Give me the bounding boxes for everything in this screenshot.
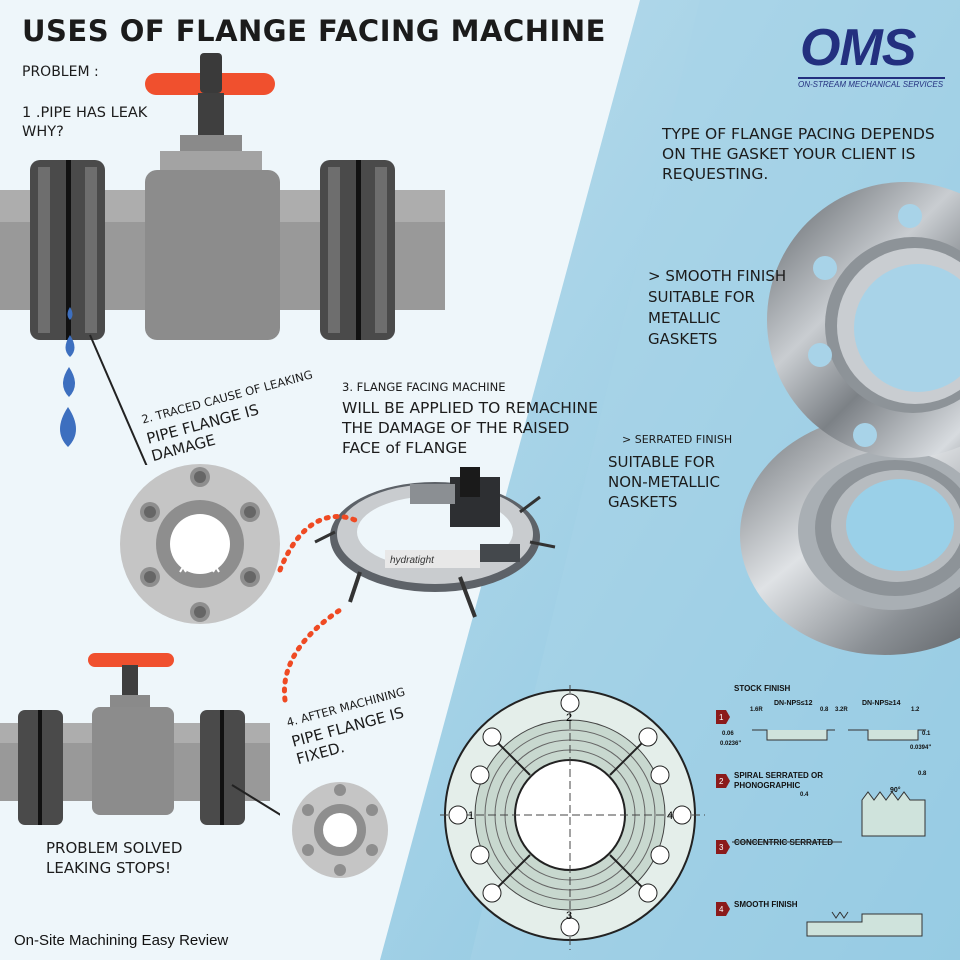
leak-drop-icon (67, 307, 73, 320)
dim-1.2: 1.2 (911, 707, 920, 713)
tag-3-icon (716, 840, 730, 854)
step1-line2: WHY? (22, 124, 64, 140)
dim-0.4: 0.4 (800, 792, 809, 798)
dim-0.8a: 0.8 (820, 707, 829, 713)
problem-label: PROBLEM : (22, 64, 99, 80)
section-number-bottom: 3 (566, 910, 572, 922)
finish-types-diagram: STOCK FINISH DN-NPS≤12 DN-NPS≥14 1.6R 0.… (716, 684, 931, 937)
dotted-connectors (277, 514, 358, 703)
gasket-note-line2: ON THE GASKET YOUR CLIENT IS (662, 145, 916, 163)
dim-0.0236: 0.0236" (720, 741, 741, 747)
step1-line1: 1 .PIPE HAS LEAK (22, 105, 148, 121)
flange-technical-drawing: 2 1 4 3 (440, 685, 705, 950)
dim-1.6r: 1.6R (750, 707, 763, 713)
phonographic-label: PHONOGRAPHIC (734, 781, 800, 790)
spiral-serrated-label: SPIRAL SERRATED OR (734, 771, 823, 780)
serrated-line1: SUITABLE FOR (608, 453, 715, 471)
step3-text: WILL BE APPLIED TO REMACHINE THE DAMAGE … (342, 398, 598, 458)
tag-3-number: 3 (719, 843, 724, 852)
valve-body (145, 170, 280, 340)
step3-line2: THE DAMAGE OF THE RAISED (342, 419, 570, 437)
tag-4-icon (716, 902, 730, 916)
section-number-top: 2 (566, 712, 572, 724)
fixed-valve-illustration (0, 653, 280, 825)
pointer-line (89, 334, 148, 465)
oms-logo: OMS (800, 19, 916, 77)
footer: On-Site Machining Easy Review (14, 932, 229, 949)
dim-0.06: 0.06 (722, 731, 734, 737)
logo-subtitle: ON-STREAM MECHANICAL SERVICES (798, 80, 944, 89)
leak-drop-icon (60, 407, 76, 447)
gasket-note: TYPE OF FLANGE PACING DEPENDS ON THE GAS… (662, 124, 935, 184)
serrated-line2: NON-METALLIC (608, 473, 720, 491)
stock-finish-label: STOCK FINISH (734, 684, 791, 693)
smooth-line4: GASKETS (648, 330, 718, 348)
smooth-line3: METALLIC (648, 309, 721, 327)
dim-90-degrees: 90° (890, 786, 901, 794)
fixed-flange-icon (292, 782, 388, 878)
tag-4-number: 4 (719, 905, 724, 914)
dim-0.8b: 0.8 (918, 771, 927, 777)
serrated-caption: > SERRATED FINISH (622, 433, 733, 446)
tag-2-icon (716, 774, 730, 788)
smooth-finish-label: SMOOTH FINISH (734, 900, 798, 909)
step3-line3: FACE of FLANGE (342, 439, 468, 457)
serrated-line3: GASKETS (608, 493, 678, 511)
section-number-right: 4 (667, 810, 673, 822)
solved-line1: PROBLEM SOLVED (46, 839, 183, 857)
leak-drop-icon (63, 367, 75, 397)
gasket-note-line3: REQUESTING. (662, 165, 769, 183)
section-number-left: 1 (468, 810, 474, 822)
dim-0.0394: 0.0394" (910, 745, 931, 751)
smooth-line1: > SMOOTH FINISH (648, 267, 787, 285)
leaking-valve-illustration (0, 53, 445, 465)
step3-caption: 3. FLANGE FACING MACHINE (342, 380, 506, 394)
step3-line1: WILL BE APPLIED TO REMACHINE (342, 399, 598, 417)
leak-drop-icon (65, 335, 75, 357)
logo-divider (798, 77, 945, 79)
damaged-flange-icon (120, 464, 280, 624)
step1-text: 1 .PIPE HAS LEAK WHY? (22, 104, 147, 142)
tag-2-number: 2 (719, 777, 724, 786)
metal-flange-photos (740, 182, 960, 655)
dn-large-label: DN-NPS≥14 (862, 700, 901, 707)
gasket-note-line1: TYPE OF FLANGE PACING DEPENDS (662, 125, 935, 143)
tag-1-number: 1 (719, 713, 724, 722)
solved-text: PROBLEM SOLVED LEAKING STOPS! (46, 838, 182, 878)
tag-1-icon (716, 710, 730, 724)
smooth-finish-note: > SMOOTH FINISH SUITABLE FOR METALLIC GA… (648, 266, 786, 350)
valve-stem (198, 93, 224, 138)
solved-line2: LEAKING STOPS! (46, 859, 172, 877)
machine-brand: hydratight (390, 555, 435, 566)
smooth-line2: SUITABLE FOR (648, 288, 755, 306)
dim-3.2r: 3.2R (835, 707, 848, 713)
flange-facing-machine: hydratight (314, 467, 556, 618)
dim-0.1: 0.1 (922, 731, 931, 737)
dn-small-label: DN-NPS≤12 (774, 700, 813, 707)
serrated-finish-note: SUITABLE FOR NON-METALLIC GASKETS (608, 452, 720, 512)
page-title: USES OF FLANGE FACING MACHINE (22, 14, 606, 48)
